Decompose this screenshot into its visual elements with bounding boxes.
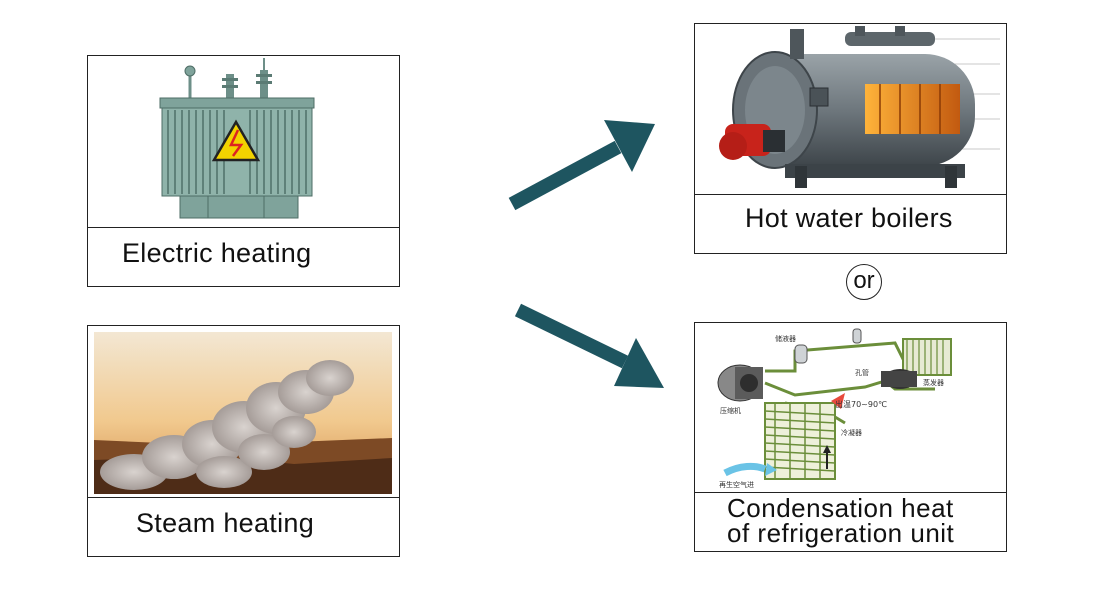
electric-heating-card: Electric heating <box>87 55 400 287</box>
evaporator-label: 蒸发器 <box>923 378 944 387</box>
condenser-label: 冷凝器 <box>841 428 862 437</box>
or-connector: or <box>846 264 882 300</box>
caption-box: Condensation heat of refrigeration unit <box>695 492 1006 551</box>
high-voltage-warning-icon <box>211 119 261 162</box>
or-label: or <box>853 266 875 294</box>
condensation-heat-label: Condensation heat of refrigeration unit <box>727 493 955 548</box>
condensation-heat-line-2: of refrigeration unit <box>727 518 955 548</box>
caption-box: Electric heating <box>88 227 399 286</box>
boiler-icon <box>719 26 975 188</box>
refrigeration-unit-icon <box>717 328 952 480</box>
steam-cloud-icon <box>100 360 354 490</box>
outlet-temp-label: 出温70~90℃ <box>835 399 887 409</box>
arrow-to-condensation <box>514 303 664 388</box>
compressor-label: 压缩机 <box>720 406 741 415</box>
steam-heating-card: Steam heating <box>87 325 400 557</box>
throttle-label: 孔管 <box>855 368 869 377</box>
hot-water-boilers-label: Hot water boilers <box>745 203 953 233</box>
hot-water-boilers-card: Hot water boilers <box>694 23 1007 254</box>
regen-air-label: 再生空气进 <box>719 480 754 489</box>
caption-box: Hot water boilers <box>695 194 1006 253</box>
transformer-image <box>88 56 399 228</box>
steam-image <box>94 332 393 494</box>
receiver-label: 储液器 <box>775 334 796 343</box>
boiler-image <box>695 24 1006 194</box>
refrigeration-diagram: 储液器 孔管 蒸发器 压缩机 出温70~90℃ 冷凝器 再生空气进 <box>695 323 1006 493</box>
arrow-to-boilers <box>508 120 655 211</box>
caption-box: Steam heating <box>88 497 399 556</box>
condensation-heat-line-1: Condensation heat <box>727 493 954 523</box>
condensation-heat-card: 储液器 孔管 蒸发器 压缩机 出温70~90℃ 冷凝器 再生空气进 Conden… <box>694 322 1007 552</box>
electric-heating-label: Electric heating <box>122 238 312 268</box>
steam-heating-label: Steam heating <box>136 508 315 538</box>
bushing-icon <box>184 58 272 98</box>
